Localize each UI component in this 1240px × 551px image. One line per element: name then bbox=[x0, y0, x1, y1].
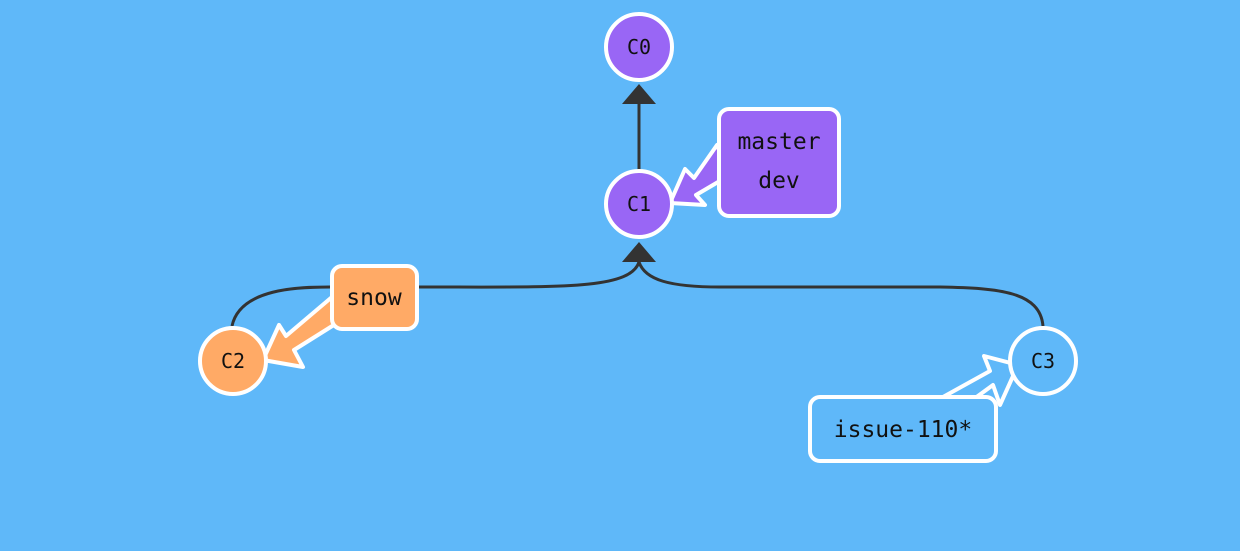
branch-box-snow[interactable] bbox=[330, 264, 419, 331]
commit-c0[interactable]: C0 bbox=[604, 12, 674, 82]
commit-label-c3: C3 bbox=[1031, 349, 1055, 373]
edges bbox=[230, 84, 1045, 327]
branch-master-dev[interactable]: master dev bbox=[717, 107, 841, 218]
commit-c3[interactable]: C3 bbox=[1008, 326, 1078, 396]
branch-label-snow: snow bbox=[346, 285, 402, 311]
commit-node-c0[interactable] bbox=[604, 12, 674, 82]
commit-node-c1[interactable] bbox=[604, 169, 674, 239]
commit-c1[interactable]: C1 bbox=[604, 169, 674, 239]
arrowhead-c0 bbox=[622, 84, 656, 104]
branch-snow[interactable]: snow bbox=[330, 264, 419, 331]
commit-label-c0: C0 bbox=[627, 35, 651, 59]
branch-label-master: master bbox=[737, 129, 820, 155]
commit-node-c2[interactable] bbox=[198, 326, 268, 396]
commit-node-c3[interactable] bbox=[1008, 326, 1078, 396]
commit-c2[interactable]: C2 bbox=[198, 326, 268, 396]
branch-box-master-dev[interactable] bbox=[717, 107, 841, 218]
commit-label-c1: C1 bbox=[627, 192, 651, 216]
commit-label-c2: C2 bbox=[221, 349, 245, 373]
edge-c2-c1 bbox=[230, 261, 641, 327]
branch-box-issue-110[interactable] bbox=[808, 395, 998, 463]
branch-label-dev: dev bbox=[758, 168, 800, 194]
edge-c3-c1 bbox=[637, 261, 1045, 327]
branch-issue-110[interactable]: issue-110* bbox=[808, 395, 998, 463]
branch-label-issue-110: issue-110* bbox=[834, 417, 972, 443]
arrowhead-c1 bbox=[622, 242, 656, 262]
